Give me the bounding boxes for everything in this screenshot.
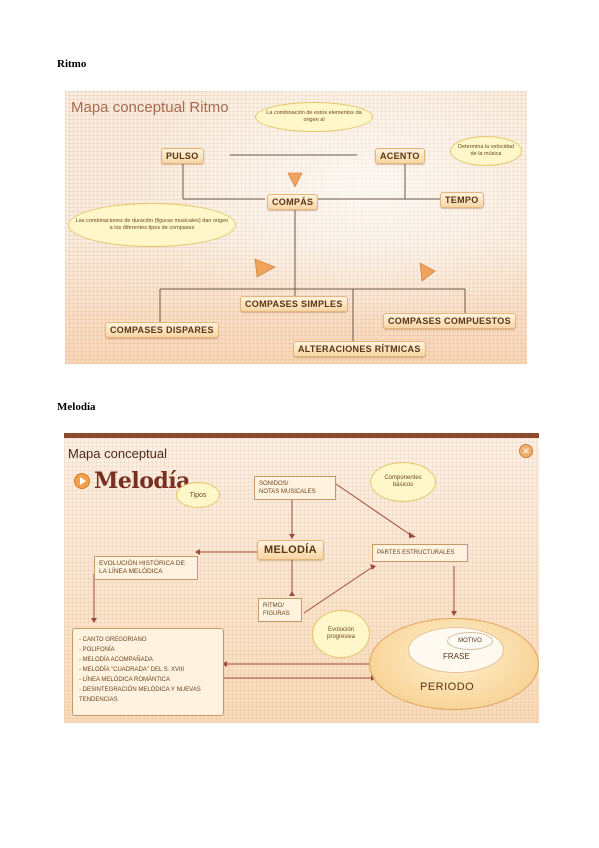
section-heading-melodia: Melodía — [57, 401, 96, 413]
node-tempo: TEMPO — [440, 192, 484, 208]
list-item: TENDENCIAS — [79, 697, 118, 703]
list-item: - MELODÍA ACOMPAÑADA — [79, 657, 153, 663]
callout-bubble: Componentes básicos — [370, 462, 436, 502]
melodia-connector-lines — [91, 483, 457, 681]
list-item: - CANTO GREGORIANO — [79, 637, 147, 643]
map-title-small: Mapa conceptual — [68, 446, 168, 461]
callout-bubble: La combinación de estos elementos da ori… — [255, 102, 373, 132]
callout-bubble: Tipos — [176, 482, 220, 508]
arrow-icon — [287, 172, 303, 188]
periodo-label: PERIODO — [420, 681, 475, 693]
melodia-concept-map: Mapa conceptual Melodía ✕ Tipos Componen… — [64, 433, 539, 723]
frase-label: FRASE — [443, 652, 470, 661]
section-heading-ritmo: Ritmo — [57, 58, 87, 70]
history-list: - CANTO GREGORIANO - POLIFONÍA - MELODÍA… — [72, 628, 224, 716]
list-item: - MELODÍA "CUADRADA" DEL S. XVIII — [79, 667, 185, 673]
node-partes-estructurales: PARTES ESTRUCTURALES — [372, 544, 468, 562]
ritmo-concept-map: Mapa conceptual Ritmo La combinación de … — [65, 91, 527, 364]
close-icon[interactable]: ✕ — [519, 444, 533, 458]
callout-bubble: Las combinaciones de duración (figuras m… — [68, 203, 236, 247]
callout-bubble: Evolución progresiva — [312, 610, 370, 658]
node-compases-dispares: COMPASES DISPARES — [105, 322, 219, 338]
node-compas: COMPÁS — [267, 194, 319, 210]
map-title: Mapa conceptual Ritmo — [71, 99, 229, 116]
node-compases-simples: COMPASES SIMPLES — [240, 296, 348, 312]
list-item: - DESINTEGRACIÓN MELÓDICA Y NUEVAS — [79, 687, 201, 693]
node-melodia: MELODÍA — [257, 540, 324, 560]
callout-bubble: Determina la velocidad de la música — [450, 136, 522, 166]
map-title-big: Melodía — [94, 468, 190, 494]
arrow-icon — [254, 258, 276, 278]
list-item: - POLIFONÍA — [79, 647, 115, 653]
list-item: - LÍNEA MELÓDICA ROMÁNTICA — [79, 677, 171, 683]
arrow-icon — [419, 262, 436, 282]
node-sonidos: SONIDOS/ NOTAS MUSICALES — [254, 476, 336, 500]
ritmo-connector-lines — [159, 154, 466, 343]
node-pulso: PULSO — [161, 148, 204, 164]
frase-ellipse: MOTIVO FRASE — [408, 627, 504, 673]
node-alteraciones-ritmicas: ALTERACIONES RÍTMICAS — [293, 341, 426, 357]
play-icon[interactable] — [74, 473, 90, 489]
periodo-ellipse: MOTIVO FRASE PERIODO — [369, 618, 539, 710]
node-acento: ACENTO — [375, 148, 425, 164]
node-evolucion-historica: EVOLUCIÓN HISTÓRICA DE LA LÍNEA MELÓDICA — [94, 556, 198, 580]
node-ritmo-figuras: RITMO/ FIGURAS — [258, 598, 302, 622]
motivo-ellipse: MOTIVO — [447, 632, 493, 650]
node-compases-compuestos: COMPASES COMPUESTOS — [383, 313, 516, 329]
